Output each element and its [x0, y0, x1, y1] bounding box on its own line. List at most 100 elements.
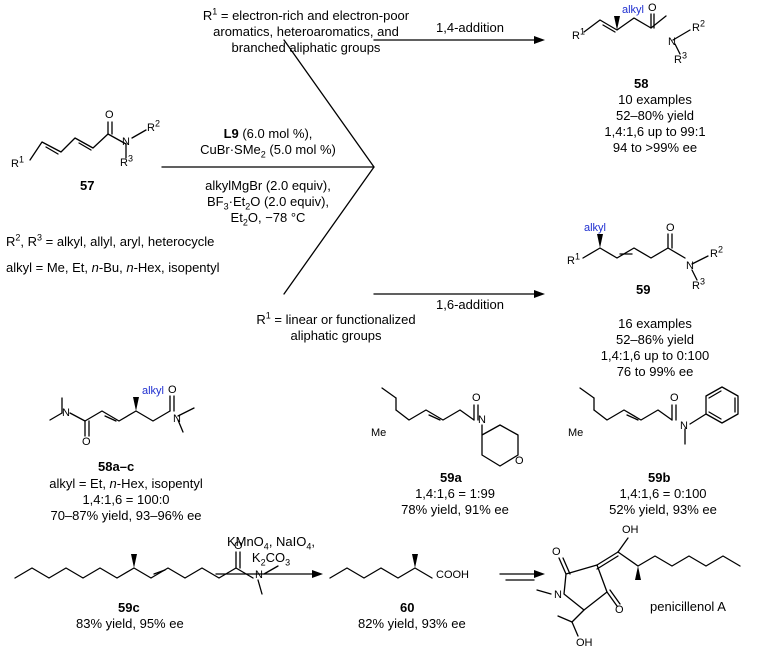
oxidation-reagents: KMnO4, NaIO4, K2CO3 — [206, 534, 336, 568]
result-line: 94 to >99% ee — [612, 140, 698, 155]
structure-penicillenol-a — [536, 537, 741, 637]
result-line: 1,4:1,6 up to 0:100 — [600, 348, 710, 363]
natural-product-name: penicillenol A — [650, 599, 726, 614]
result-line: 76 to 99% ee — [616, 364, 694, 379]
label-59-o: O — [666, 222, 675, 234]
label-58-r3: R3 — [674, 50, 687, 66]
label-57-o: O — [105, 109, 114, 121]
label-60-cooh: COOH — [436, 569, 469, 581]
structure-59b — [579, 386, 739, 445]
oxidant-line-2: K2CO3 — [251, 550, 291, 568]
label-59-r1: R1 — [567, 251, 580, 267]
label-58-n: N — [668, 36, 676, 48]
label-58ac-alkyl: alkyl — [142, 385, 165, 397]
product-59-results: 16 examples 52–86% yield 1,4:1,6 up to 0… — [560, 316, 750, 380]
label-pen-oh-top: OH — [622, 524, 639, 536]
label-58ac-n-right: N — [173, 413, 181, 425]
structure-58 — [583, 13, 691, 55]
data-line: 52% yield, 93% ee — [609, 502, 717, 517]
label-59c-o: O — [234, 540, 243, 552]
reagent-solvent: Et2O, −78 °C — [230, 210, 306, 228]
label-58-alkyl: alkyl — [622, 4, 645, 16]
compound-59a-id: 59a — [440, 470, 462, 485]
substrate-57-id: 57 — [80, 178, 95, 193]
structure-57 — [29, 121, 147, 161]
top-condition-line-1: R1 = electron-rich and electron-poor — [202, 6, 410, 23]
label-pen-o-right: O — [615, 604, 624, 616]
compound-60-data: 82% yield, 93% ee — [358, 616, 466, 631]
compound-59a-data: 1,4:1,6 = 1:99 78% yield, 91% ee — [360, 486, 550, 518]
arrow-label-bottom: 1,6-addition — [436, 297, 504, 312]
data-line: alkyl = Et, n-Hex, isopentyl — [49, 476, 203, 491]
branch-arrows — [161, 36, 545, 298]
label-pen-n: N — [554, 589, 562, 601]
structure-59 — [582, 233, 709, 281]
data-line: 1,4:1,6 = 0:100 — [619, 486, 707, 501]
top-condition-line-3: branched aliphatic groups — [231, 40, 381, 55]
result-line: 52–80% yield — [615, 108, 695, 123]
oxidant-line-1: KMnO4, NaIO4, — [226, 534, 316, 552]
label-59a-ring-o: O — [515, 455, 524, 467]
reagent-grignard: alkylMgBr (2.0 equiv), — [205, 178, 331, 193]
data-line: 1,4:1,6 = 100:0 — [82, 492, 170, 507]
product-58-results: 10 examples 52–80% yield 1,4:1,6 up to 9… — [560, 92, 750, 156]
label-59a-o: O — [472, 392, 481, 404]
label-59a-n: N — [478, 414, 486, 426]
bottom-condition-line-2: aliphatic groups — [290, 328, 382, 343]
label-59-r2: R2 — [710, 244, 723, 260]
bottom-condition-line-1: R1 = linear or functionalized — [256, 310, 416, 327]
reagents-below: alkylMgBr (2.0 equiv), BF3·Et2O (2.0 equ… — [178, 178, 358, 228]
label-57-r1: R1 — [11, 154, 24, 170]
product-59-id: 59 — [636, 282, 651, 297]
data-line: 78% yield, 91% ee — [401, 502, 509, 517]
label-pen-o-left: O — [552, 546, 561, 558]
structure-59a — [381, 387, 519, 467]
label-58-o: O — [648, 2, 657, 14]
compound-60-id: 60 — [400, 600, 415, 615]
reagent-bf3: BF3·Et2O (2.0 equiv), — [206, 194, 330, 212]
bottom-condition: R1 = linear or functionalized aliphatic … — [236, 310, 436, 344]
product-58-id: 58 — [634, 76, 649, 91]
label-59-alkyl: alkyl — [584, 222, 607, 234]
label-59-r3: R3 — [692, 276, 705, 292]
result-line: 16 examples — [618, 316, 692, 331]
label-57-r2: R2 — [147, 118, 160, 134]
structure-60 — [329, 554, 433, 579]
label-59b-o: O — [670, 392, 679, 404]
label-57-n: N — [122, 136, 130, 148]
top-condition: R1 = electron-rich and electron-poor aro… — [196, 6, 416, 56]
substrate-r-definition: R2, R3 = alkyl, allyl, aryl, heterocycle — [6, 232, 215, 249]
data-line: 70–87% yield, 93–96% ee — [50, 508, 202, 523]
structure-59c — [14, 551, 279, 595]
substrate-alkyl-definition: alkyl = Me, Et, n-Bu, n-Hex, isopentyl — [6, 260, 220, 275]
top-condition-line-2: aromatics, heteroaromatics, and — [213, 24, 399, 39]
label-59c-n: N — [255, 569, 263, 581]
label-58-r2: R2 — [692, 18, 705, 34]
label-59-n: N — [686, 260, 694, 272]
label-58ac-o-left: O — [82, 436, 91, 448]
compound-58ac-data: alkyl = Et, n-Hex, isopentyl 1,4:1,6 = 1… — [26, 476, 226, 524]
compound-59c-id: 59c — [118, 600, 140, 615]
label-58ac-o-right: O — [168, 384, 177, 396]
label-58-r1: R1 — [572, 26, 585, 42]
reagents-above: L9 (6.0 mol %), CuBr·SMe2 (5.0 mol %) — [178, 126, 358, 160]
compound-59b-id: 59b — [648, 470, 671, 485]
label-57-r3: R3 — [120, 153, 133, 169]
reagent-l9: L9 (6.0 mol %), — [223, 126, 313, 141]
result-line: 52–86% yield — [615, 332, 695, 347]
compound-59b-data: 1,4:1,6 = 0:100 52% yield, 93% ee — [568, 486, 758, 518]
result-line: 10 examples — [618, 92, 692, 107]
compound-58ac-id: 58a–c — [98, 459, 135, 474]
label-58ac-n-left: N — [62, 407, 70, 419]
label-pen-oh-bottom: OH — [576, 637, 593, 649]
result-line: 1,4:1,6 up to 99:1 — [604, 124, 706, 139]
data-line: 1,4:1,6 = 1:99 — [415, 486, 495, 501]
structure-58a-c — [49, 395, 195, 437]
compound-59c-data: 83% yield, 95% ee — [76, 616, 184, 631]
reagent-cu: CuBr·SMe2 (5.0 mol %) — [200, 142, 336, 160]
label-59a-me: Me — [371, 427, 387, 439]
label-59b-me: Me — [568, 427, 584, 439]
label-59b-n: N — [680, 420, 688, 432]
arrow-label-top: 1,4-addition — [436, 20, 504, 35]
